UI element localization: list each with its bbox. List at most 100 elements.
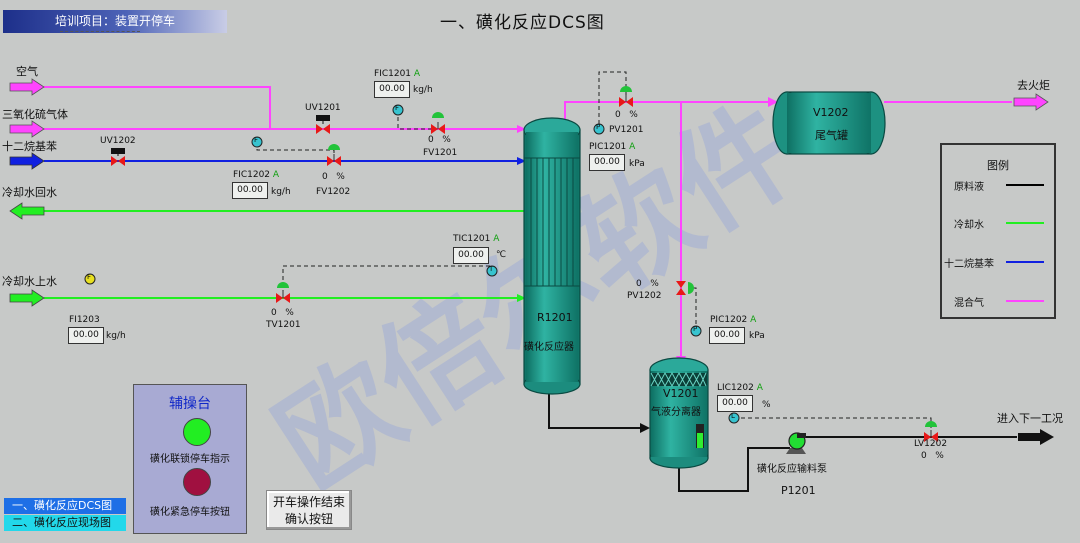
arrow-cw-inlet	[517, 294, 526, 302]
tag-uv1202: UV1202	[100, 136, 136, 146]
arrow-cw-supply	[9, 289, 45, 307]
arrow-dodecyl-inlet	[517, 157, 526, 165]
tank-v1202[interactable]	[772, 91, 886, 155]
tic1201-unit: ℃	[496, 250, 507, 260]
tag-uv1201: UV1201	[305, 103, 341, 113]
legend-item-label: 十二烷基苯	[944, 259, 994, 270]
legend-item-label: 原料液	[954, 182, 984, 193]
valve-uv1201[interactable]	[316, 115, 330, 134]
valve-tv1201[interactable]	[276, 282, 290, 303]
valve-pv1202[interactable]	[676, 281, 694, 295]
fic1202-value[interactable]: 00.00	[232, 182, 268, 199]
tag-fv1202: FV1202	[316, 187, 351, 197]
p1201-tag: P1201	[781, 484, 816, 497]
nav-dcs-diagram[interactable]: 一、磺化反应DCS图	[4, 498, 126, 514]
lic1202-value[interactable]: 00.00	[717, 395, 753, 412]
legend-title: 图例	[987, 159, 1009, 172]
nav-field-diagram[interactable]: 二、磺化反应现场图	[4, 515, 126, 531]
valve-uv1202[interactable]	[111, 148, 125, 166]
arrow-cw-return	[9, 202, 45, 220]
sensor-letter-fi1203: F	[87, 273, 92, 281]
sensor-bubbles	[84, 104, 740, 424]
separator-v1201[interactable]	[649, 357, 709, 469]
p1201-name: 磺化反应输料泵	[757, 464, 827, 475]
title-underline	[60, 31, 140, 32]
arrow-to-v1201	[640, 423, 650, 433]
confirm-startup-button[interactable]: 开车操作结束 确认按钮	[266, 490, 352, 530]
legend-swatch-dodecyl	[1006, 261, 1044, 263]
valve-fv1201[interactable]	[431, 112, 445, 134]
pump-p1201[interactable]	[786, 432, 806, 454]
v1202-name: 尾气罐	[815, 129, 848, 142]
label-to-next: 进入下一工况	[997, 412, 1063, 425]
tag-fv1201: FV1201	[423, 148, 458, 158]
sensor-letter-tic1201: T	[489, 265, 494, 273]
tic1201-value[interactable]: 00.00	[453, 247, 489, 264]
fic1202-tag: FIC1202 A	[233, 170, 280, 180]
fic1201-tag: FIC1201 A	[374, 69, 421, 79]
opening-lv1202: 0 %	[921, 451, 944, 461]
tic1201-tag: TIC1201 A	[453, 234, 500, 244]
label-cw-return: 冷却水回水	[2, 186, 57, 199]
arrow-dodecyl	[9, 152, 45, 170]
emergency-stop-button[interactable]	[183, 468, 211, 496]
valve-pv1201[interactable]	[619, 86, 633, 107]
pipe-air	[44, 86, 271, 129]
sensor-letter-pic1202: P	[693, 325, 698, 333]
emergency-stop-label: 磺化紧急停车按钮	[150, 507, 230, 518]
r1201-name: 磺化反应器	[524, 342, 574, 353]
pic1201-tag: PIC1201 A	[589, 142, 636, 152]
label-dodecylbenzene: 十二烷基苯	[2, 140, 57, 153]
pipe-gas-top	[564, 101, 1012, 362]
sensor-letter-fic1202: F	[254, 136, 259, 144]
fic1201-value[interactable]: 00.00	[374, 81, 410, 98]
valve-lv1202[interactable]	[924, 421, 938, 442]
confirm-line2: 确认按钮	[284, 512, 333, 526]
lic1202-tag: LIC1202 A	[717, 383, 763, 393]
arrow-air	[9, 78, 45, 96]
legend-item-label: 混合气	[954, 298, 984, 309]
label-air: 空气	[16, 65, 38, 78]
sensor-letter-lic1202: L	[731, 412, 735, 420]
label-to-flare: 去火炬	[1017, 79, 1050, 92]
tag-pv1202: PV1202	[627, 291, 662, 301]
pic1201-unit: kPa	[629, 159, 645, 169]
legend-swatch-cooling	[1006, 222, 1044, 224]
legend-item-label: 冷却水	[954, 220, 984, 231]
aux-panel-title: 辅操台	[169, 396, 211, 412]
v1201-tag: V1201	[663, 387, 699, 400]
reactor-r1201[interactable]	[523, 117, 581, 395]
pipe-liquid	[548, 393, 1017, 492]
interlock-indicator-lamp	[183, 418, 211, 446]
opening-pv1201: 0 %	[615, 110, 638, 120]
label-cw-supply: 冷却水上水	[2, 275, 57, 288]
valve-fv1202[interactable]	[327, 144, 341, 166]
opening-tv1201: 0 %	[271, 308, 294, 318]
fi1203-unit: kg/h	[106, 331, 126, 341]
opening-fv1202: 0 %	[322, 172, 345, 182]
interlock-label: 磺化联锁停车指示	[150, 454, 230, 465]
arrow-to-v1202	[768, 97, 778, 107]
lic1202-unit: %	[762, 400, 771, 410]
v1201-name: 气液分离器	[651, 407, 701, 418]
pic1202-unit: kPa	[749, 331, 765, 341]
label-so3: 三氧化硫气体	[2, 108, 68, 121]
legend-swatch-feed	[1006, 184, 1044, 186]
arrow-to-flare	[1013, 93, 1049, 111]
fi1203-value[interactable]: 00.00	[68, 327, 104, 344]
tag-pv1201: PV1201	[609, 125, 644, 135]
legend-swatch-gas	[1006, 300, 1044, 302]
fic1202-unit: kg/h	[271, 187, 291, 197]
pic1202-value[interactable]: 00.00	[709, 327, 745, 344]
confirm-line1: 开车操作结束	[272, 495, 345, 509]
arrow-to-next	[1018, 429, 1054, 445]
arrow-so3-inlet	[517, 125, 526, 133]
opening-fv1201: 0 %	[428, 135, 451, 145]
panel-title: 培训项目：装置开停车	[3, 10, 227, 33]
arrow-so3	[9, 120, 45, 138]
pic1201-value[interactable]: 00.00	[589, 154, 625, 171]
legend: 图例 原料液 冷却水 十二烷基苯 混合气	[940, 143, 1056, 319]
v1202-tag: V1202	[813, 106, 849, 119]
